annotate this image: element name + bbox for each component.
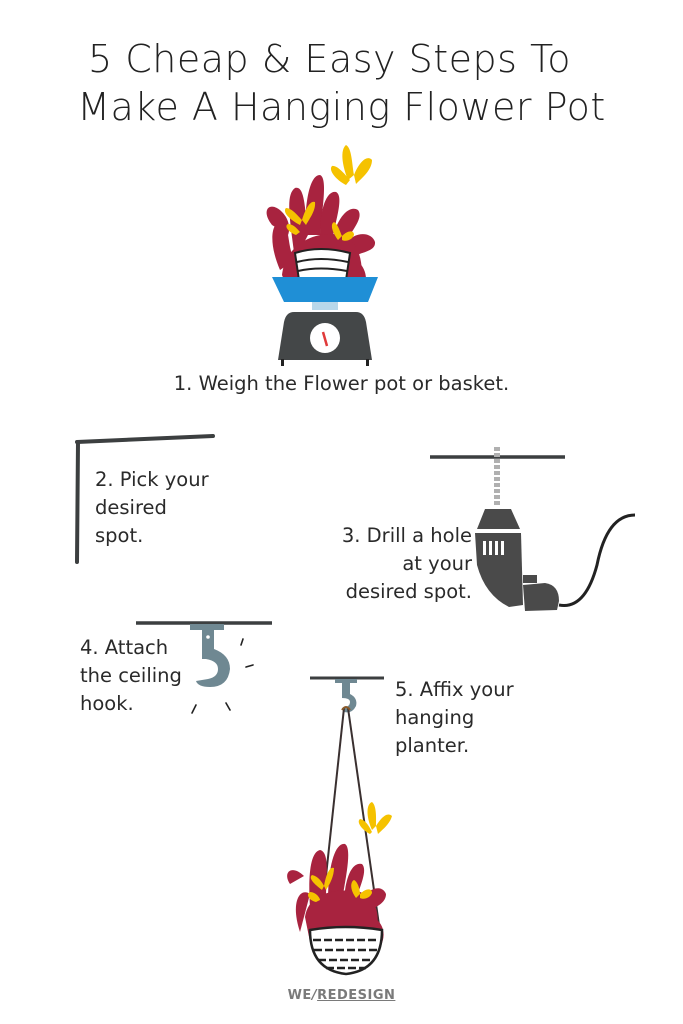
drill-body bbox=[475, 533, 523, 607]
hook-hole bbox=[206, 635, 210, 639]
drill-vents bbox=[483, 541, 504, 555]
step-4-text: 4. Attach the ceiling hook. bbox=[80, 636, 182, 715]
step-5-text: 5. Affix your hanging planter. bbox=[395, 678, 514, 757]
drill-trigger bbox=[523, 575, 537, 583]
scale-foot-left bbox=[281, 359, 284, 366]
hook-plate bbox=[190, 624, 224, 630]
scale-foot-right bbox=[366, 359, 369, 366]
scale-needle bbox=[321, 331, 329, 347]
logo-slash-icon: / bbox=[311, 988, 318, 1003]
drill-handle bbox=[523, 583, 559, 611]
brand-logo: WE/REDESIGN bbox=[0, 988, 683, 1003]
ceiling-corner-illustration bbox=[75, 434, 215, 564]
ceiling-line bbox=[75, 434, 215, 444]
hook-plate bbox=[335, 679, 357, 683]
logo-part-we: WE bbox=[287, 988, 312, 1003]
logo-part-redesign: REDESIGN bbox=[317, 988, 396, 1003]
flower-petals bbox=[284, 145, 372, 241]
step-3-text: 3. Drill a hole at your desired spot. bbox=[341, 524, 472, 603]
drill-chuck bbox=[477, 509, 520, 529]
ceiling-hook-illustration bbox=[136, 621, 272, 714]
hook-body bbox=[342, 683, 357, 713]
basket bbox=[308, 925, 384, 976]
drill-cord bbox=[558, 513, 636, 607]
page-title-line-2: Make A Hanging Flower Pot bbox=[77, 85, 606, 129]
page-title-line-1: 5 Cheap & Easy Steps To bbox=[87, 37, 571, 81]
hanging-planter-illustration bbox=[287, 676, 392, 976]
power-drill-illustration bbox=[430, 447, 636, 611]
scale-bowl bbox=[272, 277, 378, 302]
flower-pot-on-scale-illustration bbox=[266, 145, 378, 366]
step-2-text: 2. Pick your desired spot. bbox=[95, 468, 209, 547]
wall-line bbox=[75, 440, 80, 564]
hook-body bbox=[196, 630, 230, 687]
step-1-text: 1. Weigh the Flower pot or basket. bbox=[173, 372, 510, 395]
scale-stem bbox=[312, 302, 338, 310]
motion-marks bbox=[191, 638, 254, 714]
flower-petals bbox=[308, 802, 392, 902]
